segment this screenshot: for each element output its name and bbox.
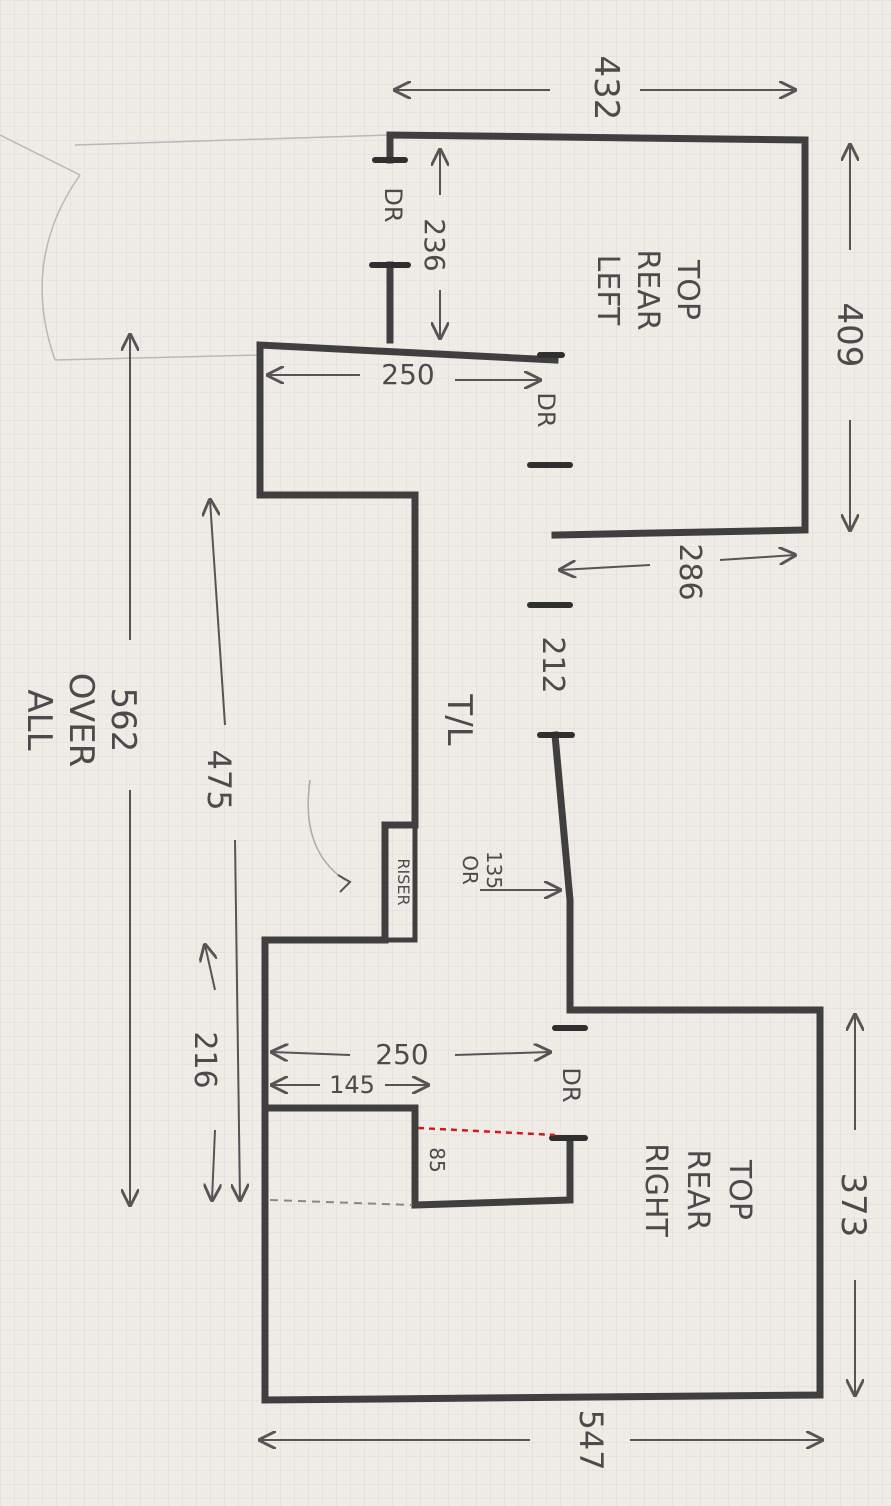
inner-room-wall <box>266 1104 574 1209</box>
dimension-135-or: OR <box>458 855 482 885</box>
label-top-rear-left-line2: REAR <box>630 249 665 330</box>
grey-dashed-line <box>269 1199 413 1206</box>
dimension-lines <box>130 90 855 1440</box>
dimension-286: 286 <box>672 543 707 600</box>
dimension-85: 85 <box>425 1147 449 1172</box>
label-over: OVER <box>61 673 101 768</box>
dimension-547: 547 <box>572 1409 610 1470</box>
label-top-rear-left-line3: LEFT <box>590 255 625 326</box>
dimension-475: 475 <box>200 749 238 810</box>
dimension-373: 373 <box>833 1173 873 1238</box>
upper-middle-wall <box>256 341 559 829</box>
dimension-216: 216 <box>187 1031 222 1088</box>
label-tl: T/L <box>439 693 479 745</box>
red-dashed-line <box>417 1126 556 1137</box>
dimension-212: 212 <box>535 636 570 693</box>
label-top-rear-right-line3: RIGHT <box>638 1143 673 1237</box>
opening-ticks <box>369 157 588 1141</box>
door-label-2: DR <box>532 392 560 427</box>
riser-box <box>382 822 418 943</box>
dimension-236: 236 <box>418 218 451 271</box>
dimension-135: 135 <box>482 851 506 889</box>
label-562-overall: 562 <box>103 688 143 753</box>
dimension-432: 432 <box>586 56 626 121</box>
label-top-rear-right-line2: REAR <box>680 1149 715 1230</box>
dimension-145: 145 <box>329 1071 375 1099</box>
door-label-3: DR <box>557 1067 585 1102</box>
dimension-409: 409 <box>829 303 869 368</box>
label-top-rear-left-line1: TOP <box>670 259 705 320</box>
door-label-1: DR <box>379 187 407 222</box>
label-all: ALL <box>19 689 59 750</box>
top-rear-left-room-wall <box>386 131 809 539</box>
label-riser: RISER <box>394 858 413 905</box>
dimension-250-lower: 250 <box>375 1038 428 1071</box>
dimension-250-upper: 250 <box>381 358 434 391</box>
context-sketch-lines <box>0 134 391 361</box>
label-top-rear-right-line1: TOP <box>722 1159 757 1220</box>
